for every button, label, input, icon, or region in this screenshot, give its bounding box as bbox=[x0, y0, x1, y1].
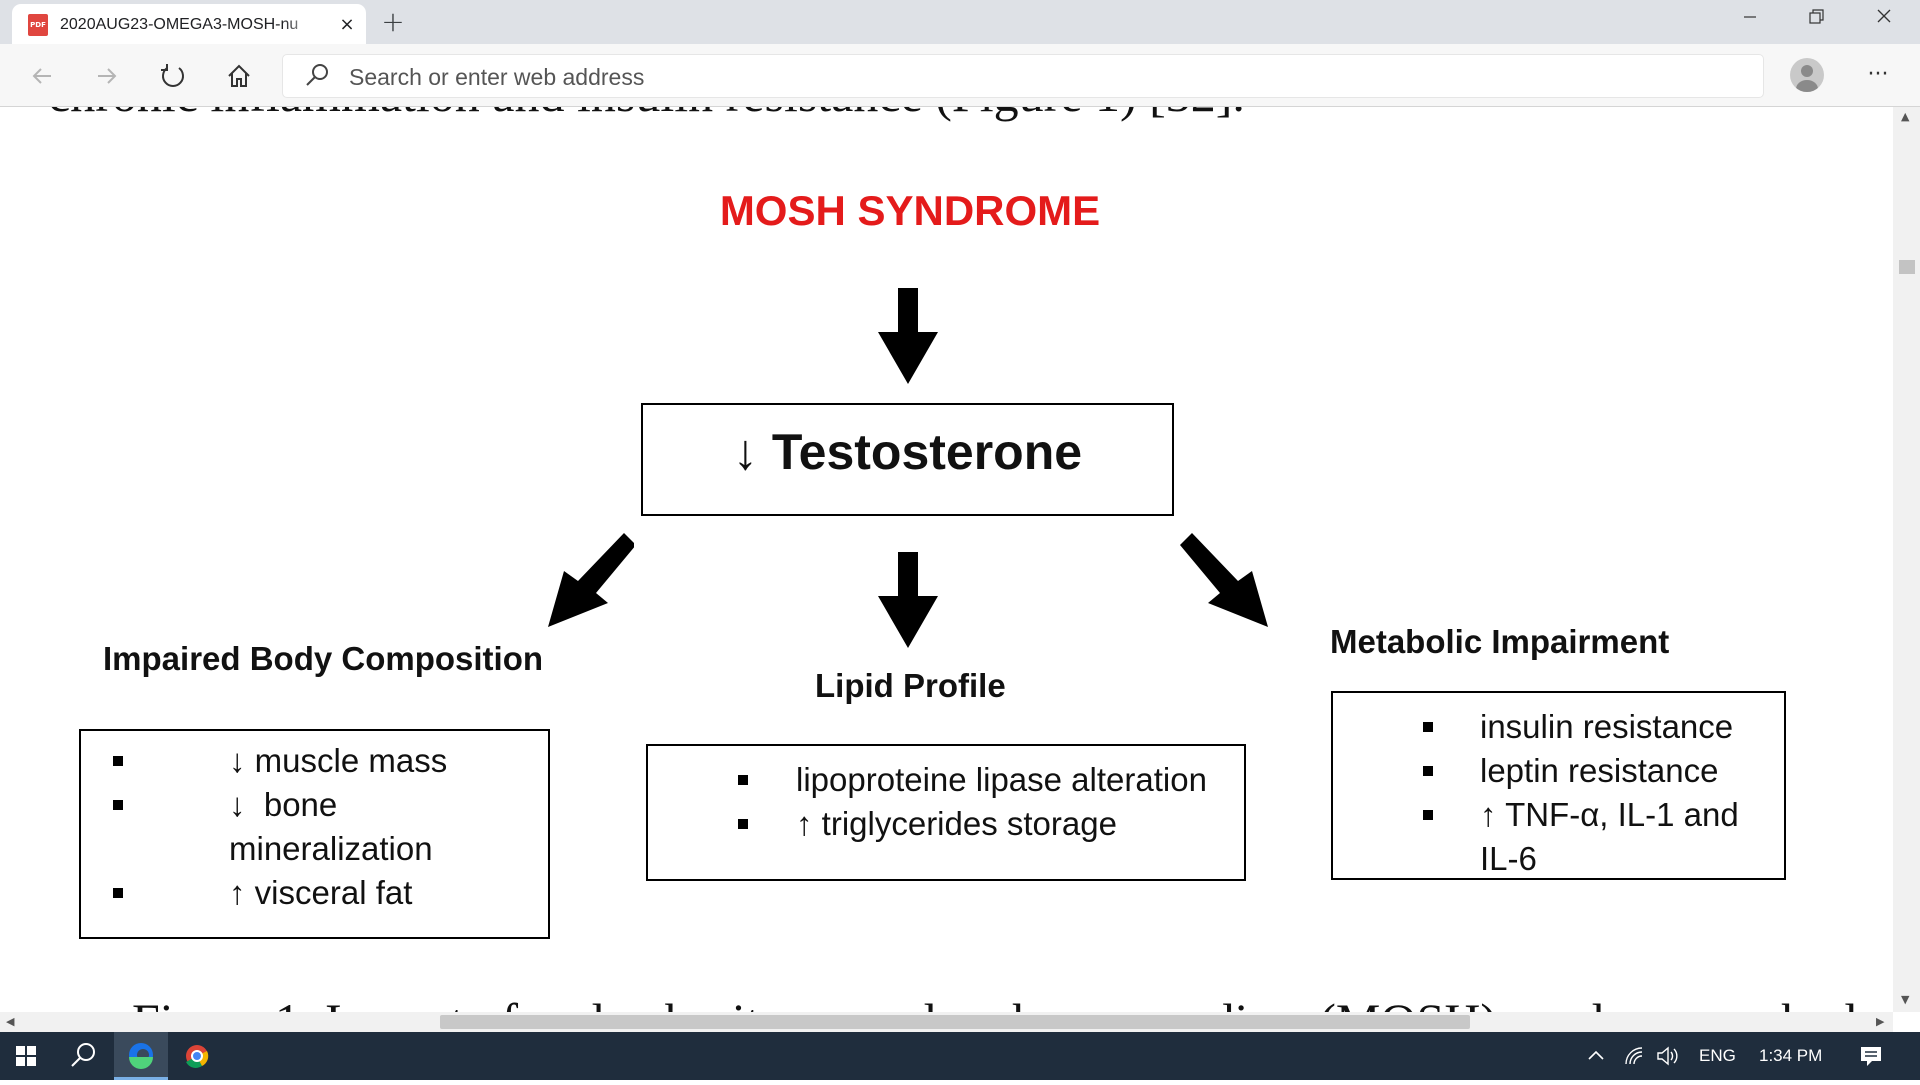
refresh-button[interactable] bbox=[155, 58, 191, 94]
minimize-button[interactable] bbox=[1720, 0, 1780, 36]
back-arrow-icon bbox=[32, 68, 51, 84]
list-item: insulin resistance bbox=[1423, 705, 1770, 749]
minimize-icon bbox=[1744, 16, 1756, 18]
metabolic-impairment-box: insulin resistance leptin resistance ↑ T… bbox=[1331, 691, 1786, 880]
taskbar: ENG 1:34 PM bbox=[0, 1032, 1920, 1080]
testosterone-label: ↓ Testosterone bbox=[732, 424, 1083, 480]
list-item: leptin resistance bbox=[1423, 749, 1770, 793]
home-button[interactable] bbox=[221, 58, 257, 94]
clock[interactable]: 1:34 PM bbox=[1759, 1046, 1823, 1065]
list-item: ↑ triglycerides storage bbox=[738, 802, 1236, 846]
browser-tab[interactable]: PDF 2020AUG23-OMEGA3-MOSH-nu × bbox=[12, 4, 366, 44]
impaired-body-composition-heading: Impaired Body Composition bbox=[103, 640, 544, 677]
metabolic-impairment-heading: Metabolic Impairment bbox=[1330, 623, 1670, 660]
metabolic-impairment-list: insulin resistance leptin resistance ↑ T… bbox=[1423, 705, 1770, 881]
search-icon bbox=[306, 64, 328, 86]
pdf-icon: PDF bbox=[28, 14, 48, 36]
list-item: ↓ bone bbox=[113, 783, 529, 827]
body-composition-list: ↓ muscle mass ↓ bone mineralization ↑ vi… bbox=[113, 739, 529, 915]
tab-close-icon[interactable]: × bbox=[339, 14, 355, 35]
forward-button[interactable] bbox=[89, 58, 125, 94]
address-bar[interactable] bbox=[282, 54, 1764, 99]
down-right-arrow-icon bbox=[1180, 533, 1268, 627]
down-arrow-icon bbox=[878, 288, 938, 384]
home-icon bbox=[228, 64, 250, 87]
list-item: IL-6 bbox=[1480, 840, 1537, 877]
diagram-title: MOSH SYNDROME bbox=[719, 187, 1101, 234]
address-input[interactable] bbox=[347, 55, 1731, 99]
down-left-arrow-icon bbox=[548, 533, 634, 627]
horizontal-scroll-thumb[interactable] bbox=[440, 1015, 1470, 1029]
vertical-scroll-thumb[interactable] bbox=[1899, 260, 1915, 274]
list-item: mineralization bbox=[229, 830, 433, 867]
scroll-left-icon[interactable]: ◀ bbox=[6, 1015, 15, 1028]
scroll-up-icon[interactable]: ▲ bbox=[1901, 110, 1910, 123]
wifi-icon[interactable] bbox=[1624, 1046, 1646, 1066]
chrome-icon bbox=[186, 1045, 209, 1068]
browser-toolbar: ··· bbox=[0, 44, 1920, 107]
start-button[interactable] bbox=[0, 1032, 54, 1080]
edge-taskbar-button[interactable] bbox=[114, 1032, 168, 1080]
new-tab-button[interactable]: + bbox=[381, 5, 405, 38]
lipid-profile-box: lipoproteine lipase alteration ↑ triglyc… bbox=[646, 744, 1246, 881]
chrome-taskbar-button[interactable] bbox=[172, 1032, 222, 1080]
taskbar-search-button[interactable] bbox=[58, 1032, 108, 1080]
testosterone-box: ↓ Testosterone bbox=[641, 403, 1174, 516]
back-button[interactable] bbox=[24, 58, 60, 94]
list-item: ↓ muscle mass bbox=[113, 739, 529, 783]
forward-arrow-icon bbox=[98, 68, 117, 84]
title-bar: PDF 2020AUG23-OMEGA3-MOSH-nu × + bbox=[0, 0, 1920, 44]
settings-menu-button[interactable]: ··· bbox=[1867, 62, 1889, 87]
close-window-button[interactable] bbox=[1854, 0, 1914, 36]
restore-button[interactable] bbox=[1786, 0, 1846, 36]
pdf-viewport: chronic inflammation and insulin resista… bbox=[0, 107, 1893, 1012]
refresh-icon bbox=[161, 64, 184, 87]
cut-off-paragraph-text: chronic inflammation and insulin resista… bbox=[48, 107, 1245, 123]
notification-icon[interactable] bbox=[1858, 1044, 1884, 1068]
horizontal-scrollbar[interactable]: ◀ ▶ bbox=[0, 1012, 1893, 1032]
lipid-profile-heading: Lipid Profile bbox=[815, 667, 1006, 704]
volume-icon[interactable] bbox=[1656, 1046, 1680, 1066]
list-item: lipoproteine lipase alteration bbox=[738, 758, 1236, 802]
scroll-right-icon[interactable]: ▶ bbox=[1876, 1015, 1885, 1028]
vertical-scrollbar[interactable]: ▲ ▼ bbox=[1893, 107, 1920, 1012]
windows-icon bbox=[16, 1046, 36, 1066]
list-item: ↑ TNF-α, IL-1 and bbox=[1423, 793, 1770, 837]
tab-title: 2020AUG23-OMEGA3-MOSH-nu bbox=[60, 16, 299, 33]
restore-icon bbox=[1809, 9, 1824, 24]
body-composition-box: ↓ muscle mass ↓ bone mineralization ↑ vi… bbox=[79, 729, 550, 939]
list-item: ↑ visceral fat bbox=[113, 871, 529, 915]
down-arrow-icon bbox=[878, 552, 938, 648]
figure-caption-cut: Figure 1. Impact of male obesity seconda… bbox=[132, 992, 1893, 1012]
scroll-down-icon[interactable]: ▼ bbox=[1901, 993, 1910, 1006]
language-indicator[interactable]: ENG bbox=[1699, 1046, 1736, 1065]
chevron-up-icon[interactable] bbox=[1586, 1048, 1606, 1064]
lipid-profile-list: lipoproteine lipase alteration ↑ triglyc… bbox=[738, 758, 1236, 846]
close-icon bbox=[1877, 9, 1891, 23]
search-icon bbox=[71, 1043, 95, 1067]
edge-browser-icon bbox=[129, 1043, 153, 1069]
user-icon bbox=[1796, 65, 1818, 92]
profile-avatar[interactable] bbox=[1790, 58, 1824, 92]
